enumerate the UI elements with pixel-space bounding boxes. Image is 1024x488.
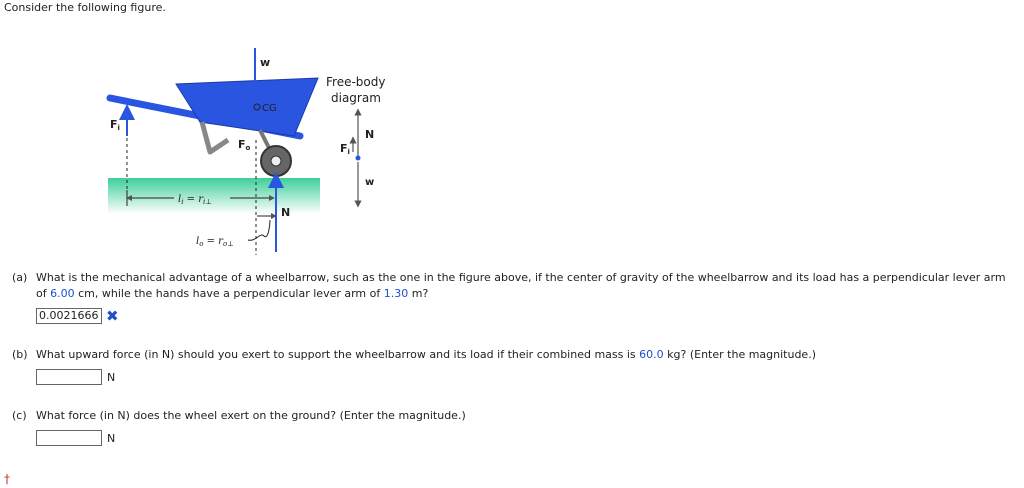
question-a-value-1: 6.00 [50, 287, 75, 300]
answer-b-unit: N [107, 371, 116, 384]
question-c-number: (c) [12, 409, 27, 422]
question-c: (c) What force (in N) does the wheel exer… [12, 408, 1016, 424]
normal-force-label: N [281, 206, 290, 219]
wheelbarrow-tray [175, 77, 319, 137]
lo-pointer [247, 219, 271, 241]
question-b: (b) What upward force (in N) should you e… [12, 347, 1016, 363]
force-input-label: Fi [110, 118, 120, 132]
force-output-label: Fo [238, 138, 251, 152]
intro-text: Consider the following figure. [4, 1, 166, 14]
fbd-fi-label: Fi [340, 142, 350, 156]
fbd-title-line2: diagram [331, 91, 381, 105]
fbd-point [355, 155, 361, 161]
answer-c-unit: N [107, 432, 116, 445]
lo-label: lo = ro⊥ [196, 236, 234, 248]
fbd-w-label: w [365, 177, 374, 188]
question-b-number: (b) [12, 348, 28, 361]
answer-b-input[interactable] [36, 369, 102, 385]
question-a-number: (a) [12, 271, 28, 284]
li-label: li = ri⊥ [178, 194, 212, 206]
answer-a-input[interactable] [36, 308, 102, 324]
footer-dagger-mark: † [4, 472, 10, 486]
question-a-text: What is the mechanical advantage of a wh… [36, 271, 1006, 300]
wrong-x-icon: ✖ [106, 307, 119, 325]
cg-marker [253, 103, 261, 111]
question-a: (a) What is the mechanical advantage of a… [12, 270, 1016, 302]
cg-label: CG [262, 103, 277, 114]
ground [108, 178, 320, 214]
question-a-value-2: 1.30 [383, 287, 409, 300]
wheelbarrow-figure: CG w Fi Fo N li = ri⊥ lo = ro⊥ Free-body… [106, 48, 385, 255]
answer-c-input[interactable] [36, 430, 102, 446]
fbd-n-label: N [365, 128, 374, 141]
question-b-value-1: 60.0 [639, 348, 664, 361]
wheel-hub [270, 155, 282, 167]
wheelbarrow-leg [199, 121, 230, 155]
weight-label: w [260, 56, 270, 69]
fbd-title-line1: Free-body [326, 75, 385, 89]
question-b-text: What upward force (in N) should you exer… [36, 348, 816, 361]
question-c-text: What force (in N) does the wheel exert o… [36, 409, 466, 422]
